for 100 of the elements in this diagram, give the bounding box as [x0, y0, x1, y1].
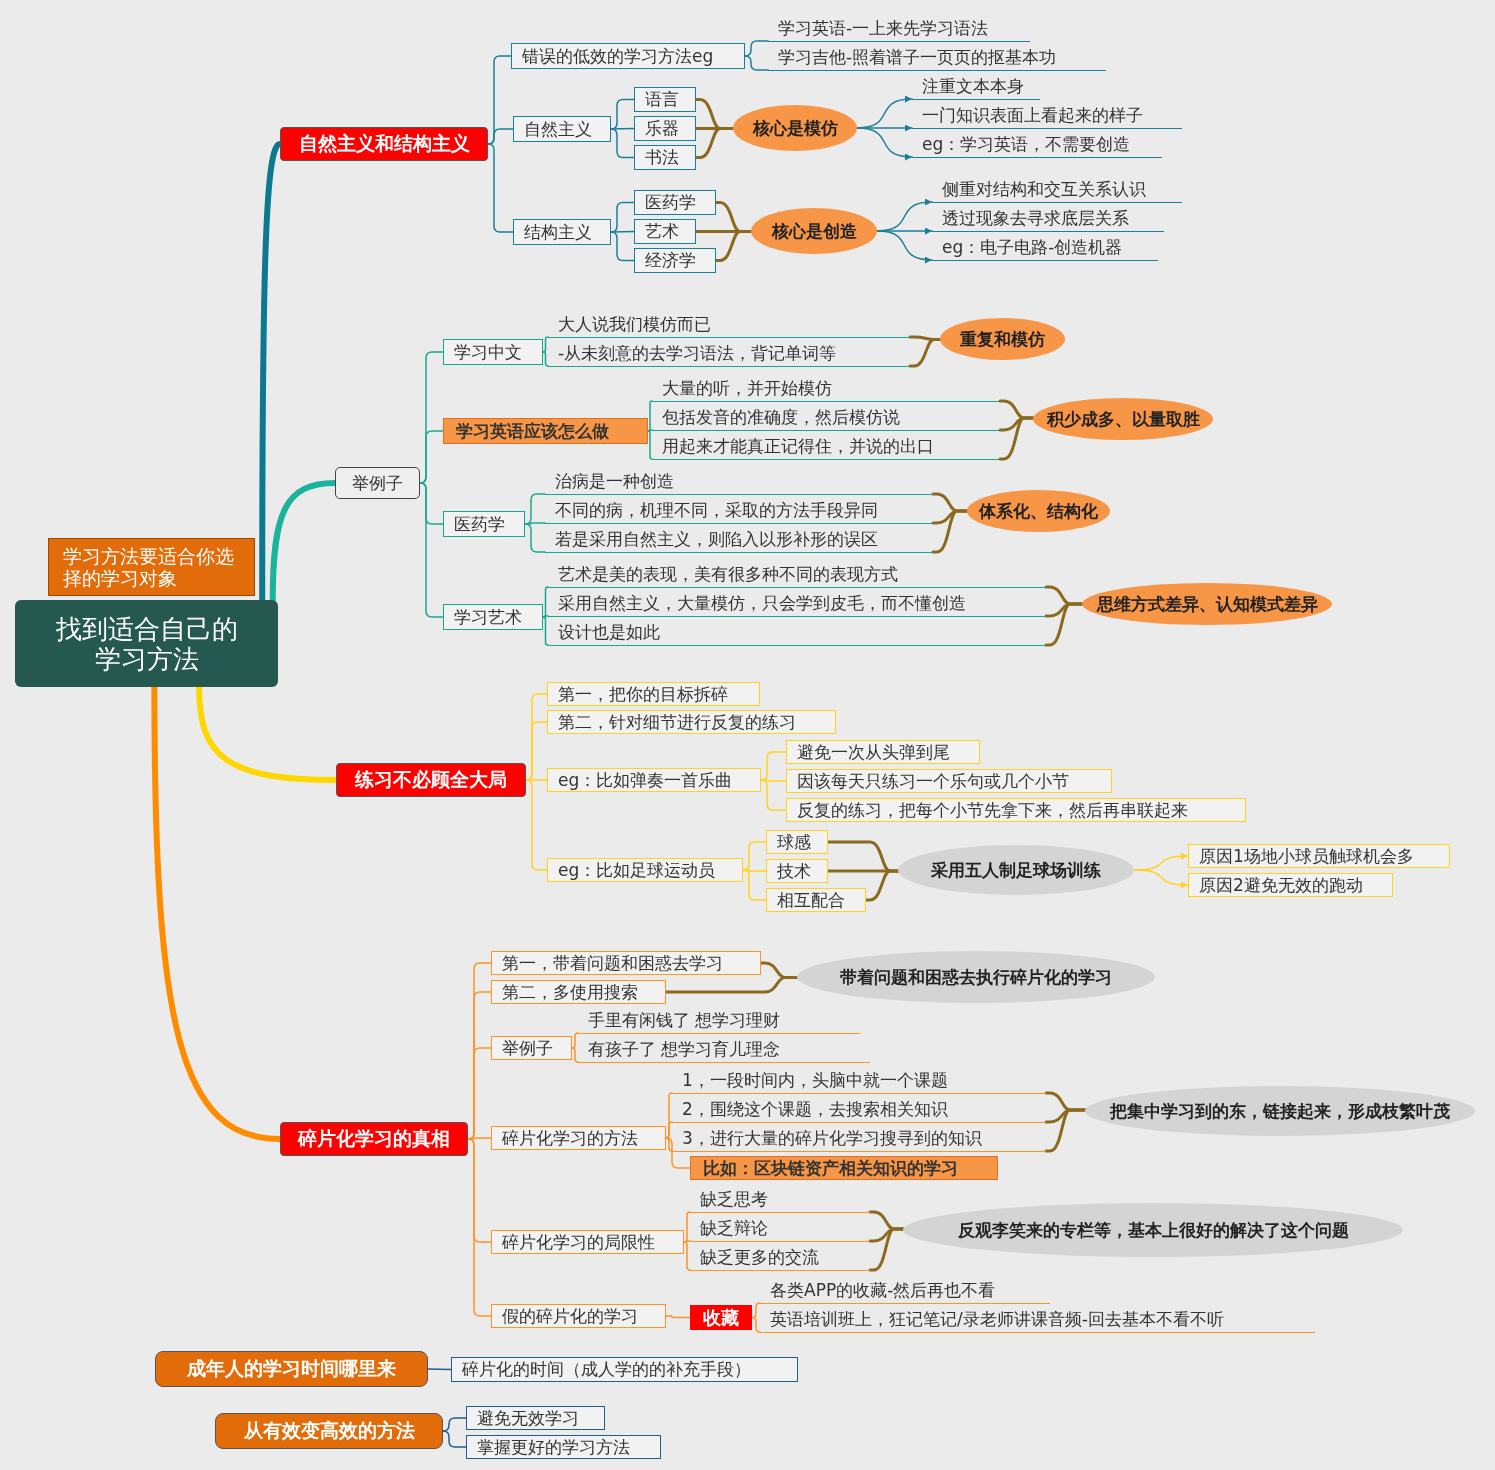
connector-line	[665, 1121, 673, 1139]
underlined-text: eg：学习英语，不需要创造	[912, 132, 1162, 158]
connector-line	[524, 523, 546, 553]
summary-ellipse: 重复和模仿	[940, 318, 1065, 360]
branch-topic-box: 练习不必顾全大局	[336, 763, 526, 797]
summary-bracket	[908, 338, 942, 368]
subtopic-box: 错误的低效的学习方法eg	[511, 43, 745, 69]
summary-ellipse: 思维方式差异、认知模式差异	[1082, 583, 1332, 625]
subtopic-box: eg：比如弹奏一首乐曲	[547, 768, 761, 792]
subtopic-box: 自然主义	[513, 116, 611, 142]
underlined-text: 3，进行大量的碎片化学习搜寻到的知识	[672, 1126, 1046, 1152]
connector-line	[760, 779, 787, 811]
summary-bracket	[694, 127, 735, 159]
connector-line	[744, 40, 769, 57]
connector-line	[665, 1315, 691, 1319]
underlined-text: 一门知识表面上看起来的样子	[912, 103, 1182, 129]
summary-ellipse: 体系化、结构化	[967, 490, 1110, 532]
subtopic-box: 掌握更好的学习方法	[466, 1435, 661, 1459]
summary-ellipse: 核心是创造	[751, 208, 877, 254]
branch-topic-box: 从有效变高效的方法	[215, 1413, 443, 1449]
subtopic-box: 经济学	[634, 248, 716, 273]
summary-ellipse: 积少成多、以量取胜	[1033, 398, 1213, 440]
underlined-text: 大量的听，并开始模仿	[652, 376, 1000, 402]
connector-line	[742, 869, 767, 901]
underlined-text: 侧重对结构和交互关系认识	[932, 177, 1182, 203]
subtopic-box: 碎片化学习的方法	[491, 1126, 666, 1150]
subtopic-box: 艺术	[634, 219, 696, 244]
subtopic-box: 碎片化学习的局限性	[491, 1230, 684, 1254]
connector-line	[542, 336, 549, 353]
arrow	[876, 230, 933, 264]
underlined-text: 注重文本本身	[912, 74, 1040, 100]
connector-line	[419, 482, 444, 618]
summary-bracket	[1044, 602, 1084, 647]
connector-line	[744, 55, 769, 71]
summary-ellipse: 核心是模仿	[733, 105, 857, 151]
connector-line	[610, 230, 635, 233]
subtopic-box: eg：比如足球运动员	[547, 858, 743, 882]
underlined-text: 采用自然主义，大量模仿，只会学到皮毛，而不懂创造	[548, 591, 1046, 617]
summary-ellipse: 把集中学习到的东，链接起来，形成枝繁叶茂	[1085, 1086, 1475, 1136]
connector-line	[467, 1138, 492, 1317]
connector-line	[427, 1368, 452, 1371]
connector-line	[647, 429, 653, 432]
subtopic-box: 举例子	[491, 1036, 572, 1060]
topic-box: 学习方法要适合你选择的学习对象	[48, 538, 255, 596]
underlined-text: 1，一段时间内，头脑中就一个课题	[672, 1068, 1046, 1094]
summary-bracket	[864, 869, 900, 902]
connector-line	[610, 231, 635, 262]
connector-line	[742, 869, 767, 872]
summary-bracket	[868, 1227, 905, 1272]
connector-line	[610, 127, 635, 130]
arrow	[856, 127, 913, 161]
underlined-text: 有孩子了 想学习育儿理念	[578, 1037, 870, 1063]
summary-bracket	[998, 416, 1035, 461]
subtopic-box: 第二，针对细节进行反复的练习	[547, 710, 836, 734]
connector-line	[442, 1417, 467, 1432]
underlined-text: 学习英语-一上来先学习语法	[768, 16, 1030, 42]
underlined-text: 不同的病，机理不同，采取的方法手段异同	[545, 498, 933, 524]
underlined-text: 缺乏更多的交流	[690, 1245, 870, 1271]
underlined-text: 学习吉他-照着谱子一页页的抠基本功	[768, 45, 1106, 71]
connector-line	[542, 616, 549, 646]
summary-bracket	[931, 509, 969, 554]
underlined-text: 治病是一种创造	[545, 469, 933, 495]
branch-topic-box: 自然主义和结构主义	[280, 127, 488, 161]
subtopic-box: 第二，多使用搜索	[491, 980, 666, 1004]
branch-topic-box: 成年人的学习时间哪里来	[155, 1351, 428, 1387]
underlined-text: -从未刻意的去学习语法，背记单词等	[548, 341, 910, 367]
connector-line	[610, 128, 635, 159]
summary-ellipse: 采用五人制足球场训练	[898, 845, 1134, 895]
underlined-text: 包括发音的准确度，然后模仿说	[652, 405, 1000, 431]
subtopic-box: 乐器	[634, 116, 696, 141]
subtopic-box: 避免无效学习	[466, 1406, 605, 1430]
summary-ellipse: 反观李笑来的专栏等，基本上很好的解决了这个问题	[903, 1203, 1403, 1257]
summary-bracket	[714, 230, 753, 262]
subtopic-box: 球感	[766, 830, 828, 854]
subtopic-box: 第一，把你的目标拆碎	[547, 682, 760, 706]
underlined-text: 2，围绕这个课题，去搜索相关知识	[672, 1097, 1046, 1123]
underlined-text: eg：电子电路-创造机器	[932, 235, 1158, 261]
connector-line	[683, 1211, 691, 1243]
connector-line	[442, 1430, 467, 1448]
tag-box: 收藏	[690, 1305, 752, 1330]
subtopic-box: 第一，带着问题和困惑去学习	[491, 951, 761, 975]
connector-line	[542, 615, 549, 618]
subtopic-box: 学习艺术	[443, 604, 543, 630]
underlined-text: 艺术是美的表现，美有很多种不同的表现方式	[548, 562, 1046, 588]
underlined-text: 各类APP的收藏-然后再也不看	[760, 1278, 1050, 1304]
connector-line	[542, 586, 549, 618]
subtopic-box: 原因1场地小球员触球机会多	[1188, 844, 1450, 868]
underlined-text: 手里有闲钱了 想学习理财	[578, 1008, 860, 1034]
connector-line	[647, 400, 653, 432]
subtopic-box: 医药学	[634, 190, 716, 215]
highlighted-box: 比如：区块链资产相关知识的学习	[690, 1156, 998, 1180]
subtopic-box: 语言	[634, 87, 696, 112]
arrow	[1133, 869, 1189, 889]
connector-line	[419, 430, 444, 484]
subtopic-box: 举例子	[335, 467, 420, 499]
central-topic-box: 找到适合自己的学习方法	[15, 600, 278, 687]
subtopic-box: 结构主义	[513, 219, 611, 245]
connector-line	[571, 1032, 579, 1049]
connector-line	[571, 1047, 579, 1063]
subtopic-box: 相互配合	[766, 888, 866, 912]
